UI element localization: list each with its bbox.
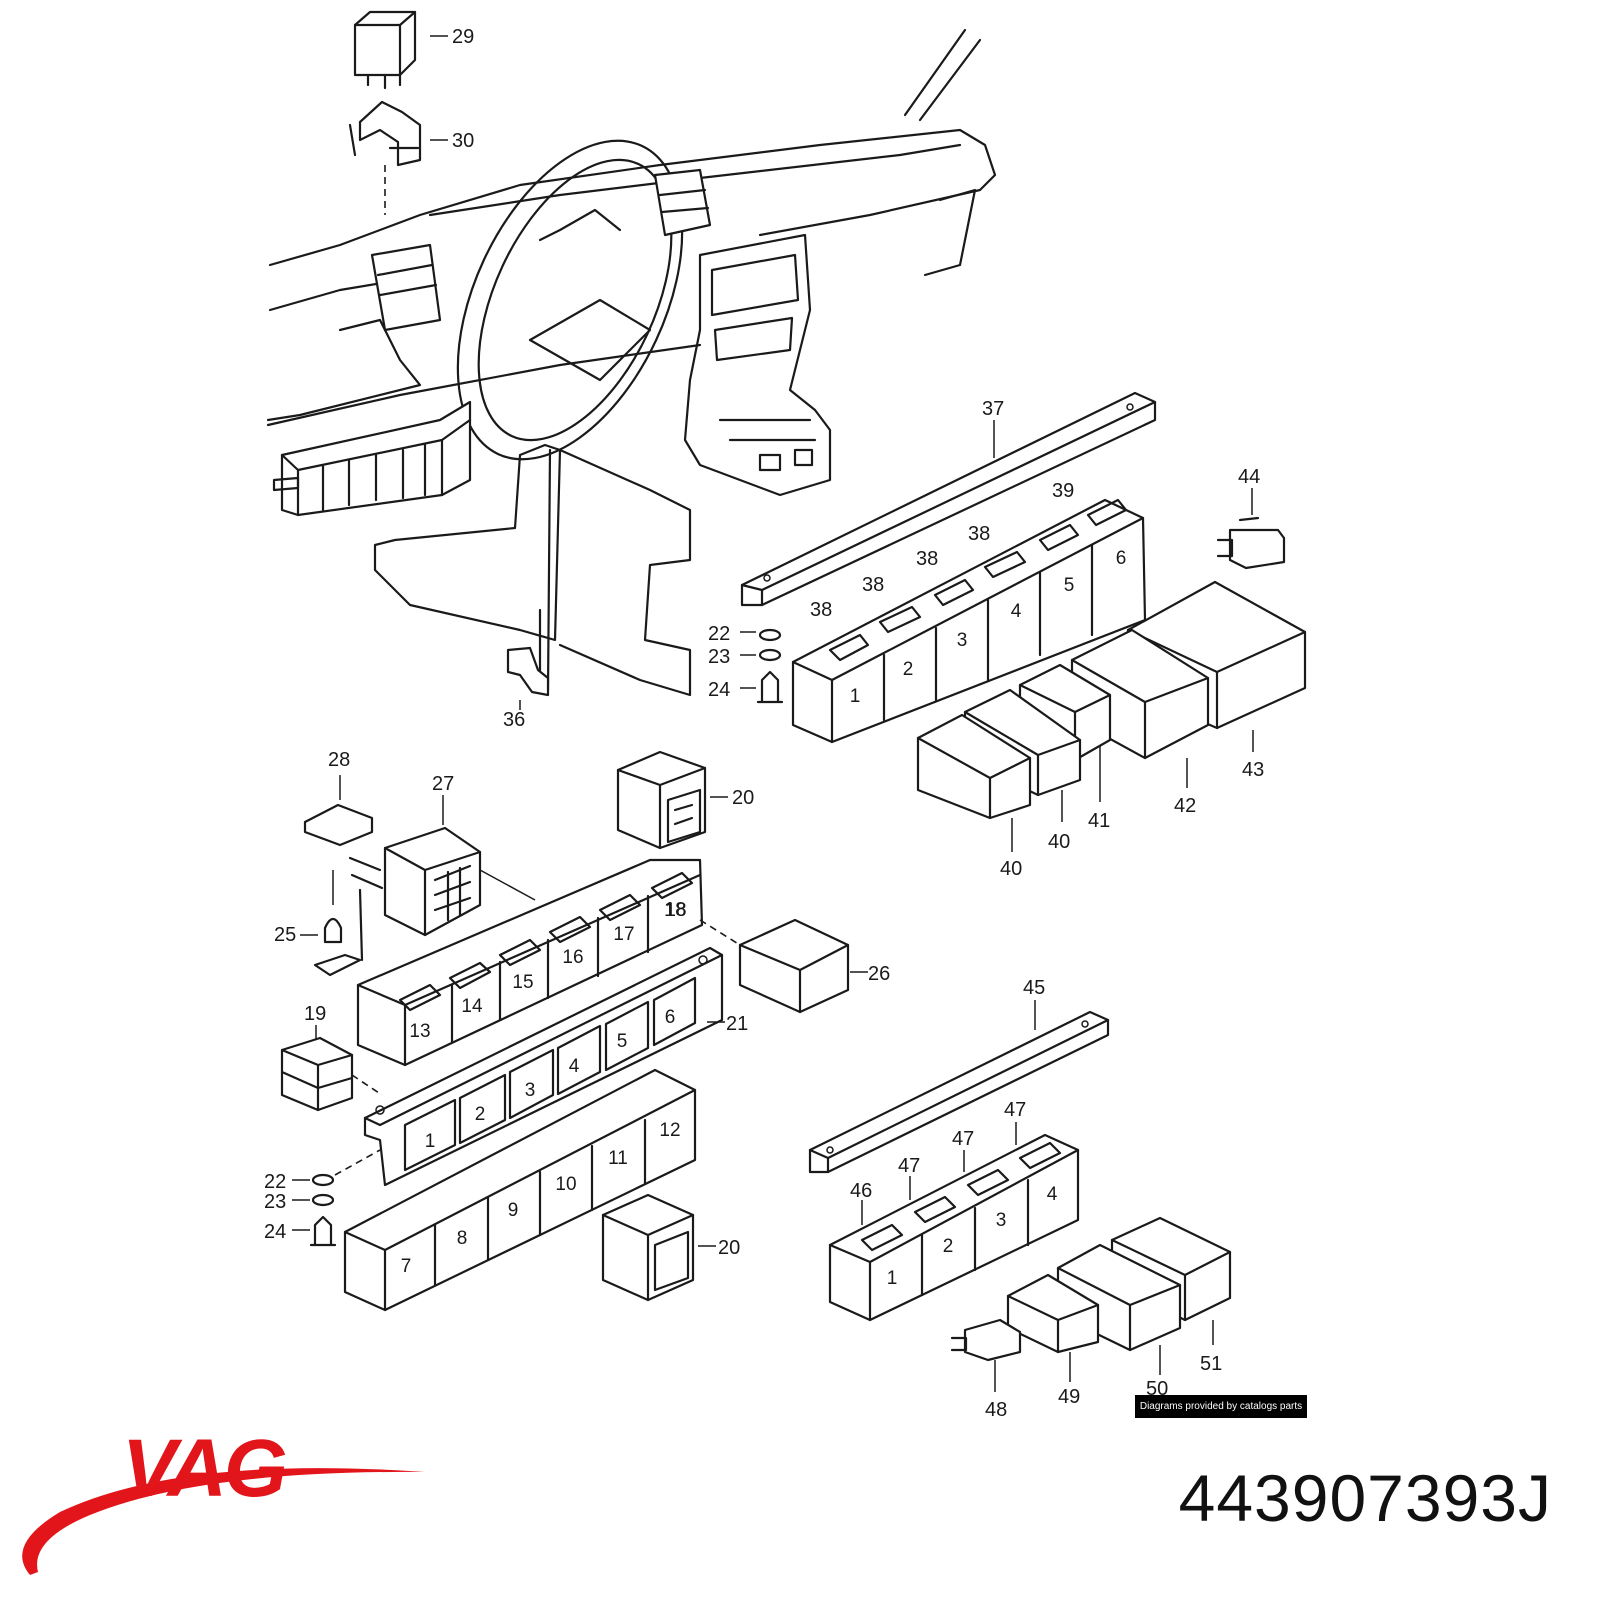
relay-carrier-upper: 1 2 3 4 5 6 (791, 498, 1147, 744)
relay-26 (699, 918, 868, 1014)
relays-48-51 (950, 1216, 1232, 1392)
slot-number-label: 2 (943, 1236, 954, 1257)
callout-23: 23 (264, 1191, 286, 1213)
slot-number-label: 8 (457, 1228, 468, 1249)
slot-number-label: 2 (475, 1104, 486, 1125)
callout-40: 40 (1048, 831, 1070, 853)
callout-50: 50 (1146, 1378, 1168, 1400)
callout-49: 49 (1058, 1386, 1080, 1408)
slot-number-label: 6 (1116, 548, 1127, 569)
callout-29: 29 (452, 26, 474, 48)
slot-number-label: 2 (903, 659, 914, 680)
clip-28 (303, 775, 374, 905)
callout-38: 38 (968, 523, 990, 545)
callout-47: 47 (952, 1128, 974, 1150)
washers-screw-lower (292, 1149, 381, 1247)
callout-19: 19 (304, 1003, 326, 1025)
callout-18: 18 (664, 899, 686, 921)
dashboard-outline (266, 28, 997, 697)
callout-46: 46 (850, 1180, 872, 1202)
slot-number-label: 4 (1011, 601, 1022, 622)
diagram-credit-badge: Diagrams provided by catalogs parts (1135, 1395, 1307, 1418)
part-number: 443907393J (1178, 1461, 1552, 1535)
callout-47: 47 (1004, 1099, 1026, 1121)
callout-26: 26 (868, 963, 890, 985)
washers-screw-upper (740, 628, 784, 704)
slot-number-label: 1 (850, 686, 861, 707)
slot-number-label: 7 (401, 1256, 412, 1277)
slot-number-label: 4 (569, 1056, 580, 1077)
callout-41: 41 (1088, 810, 1110, 832)
slot-number-label: 1 (887, 1268, 898, 1289)
slot-number-label: 17 (613, 924, 634, 945)
slot-number-label: 18 (665, 900, 686, 921)
clip-30 (348, 100, 448, 215)
slot-number-label: 11 (608, 1148, 628, 1169)
callout-39: 39 (1052, 480, 1074, 502)
relay-socket-20-lower (601, 1193, 716, 1302)
slot-number-label: 5 (617, 1031, 628, 1052)
callout-37: 37 (982, 398, 1004, 420)
slot-number-label: 3 (957, 630, 968, 651)
callout-43: 43 (1242, 759, 1264, 781)
callout-labels: 29 30 36 37 39 38 38 38 38 44 22 23 24 4… (264, 26, 1264, 1421)
callout-38: 38 (810, 599, 832, 621)
callout-36: 36 (503, 709, 525, 731)
slot-number-label: 15 (512, 972, 533, 993)
slot-number-label: 12 (659, 1120, 680, 1141)
callout-30: 30 (452, 130, 474, 152)
relays-40-43 (916, 580, 1307, 852)
brand-name: VAG (122, 1423, 288, 1514)
slot-number-label: 9 (508, 1200, 519, 1221)
mounting-bar-45 (808, 1000, 1110, 1174)
bracket-36 (506, 646, 550, 710)
slot-number-label: 1 (425, 1131, 436, 1152)
callout-22: 22 (264, 1171, 286, 1193)
slot-number-label: 3 (996, 1210, 1007, 1231)
callout-22: 22 (708, 623, 730, 645)
callout-45: 45 (1023, 977, 1045, 999)
slot-number-label: 5 (1064, 575, 1075, 596)
slot-number-label: 6 (665, 1007, 676, 1028)
callout-24: 24 (264, 1221, 286, 1243)
callout-28: 28 (328, 749, 350, 771)
relay-block-top-row: 13 14 15 16 17 18 (356, 858, 704, 1067)
fuse-carrier-in-dash (272, 400, 472, 517)
relay-carrier-small: 1 2 3 4 (828, 1122, 1080, 1322)
callout-51: 51 (1200, 1353, 1222, 1375)
relay-socket-20-upper (616, 750, 728, 850)
callout-38: 38 (862, 574, 884, 596)
relay-44 (1216, 488, 1286, 570)
slot-number-label: 14 (461, 996, 483, 1017)
slot-number-label: 13 (409, 1021, 430, 1042)
callout-38: 38 (916, 548, 938, 570)
slot-number-label: 4 (1047, 1184, 1058, 1205)
callout-40: 40 (1000, 858, 1022, 880)
callout-24: 24 (708, 679, 730, 701)
vag-logo-swoosh (22, 1468, 425, 1575)
callout-48: 48 (985, 1399, 1007, 1421)
slot-number-label: 3 (525, 1080, 536, 1101)
relay-29 (353, 10, 448, 90)
mounting-bar-37 (740, 391, 1157, 607)
callout-25: 25 (274, 924, 296, 946)
callout-20: 20 (718, 1237, 740, 1259)
callout-44: 44 (1238, 466, 1260, 488)
bulb-25 (300, 888, 364, 977)
callout-47: 47 (898, 1155, 920, 1177)
callout-23: 23 (708, 646, 730, 668)
callout-20: 20 (732, 787, 754, 809)
slot-number-label: 10 (555, 1174, 576, 1195)
relay-socket-27 (348, 795, 536, 937)
callout-27: 27 (432, 773, 454, 795)
relay-19 (280, 1025, 383, 1112)
slot-number-label: 16 (562, 947, 583, 968)
callout-42: 42 (1174, 795, 1196, 817)
callout-21: 21 (726, 1013, 748, 1035)
